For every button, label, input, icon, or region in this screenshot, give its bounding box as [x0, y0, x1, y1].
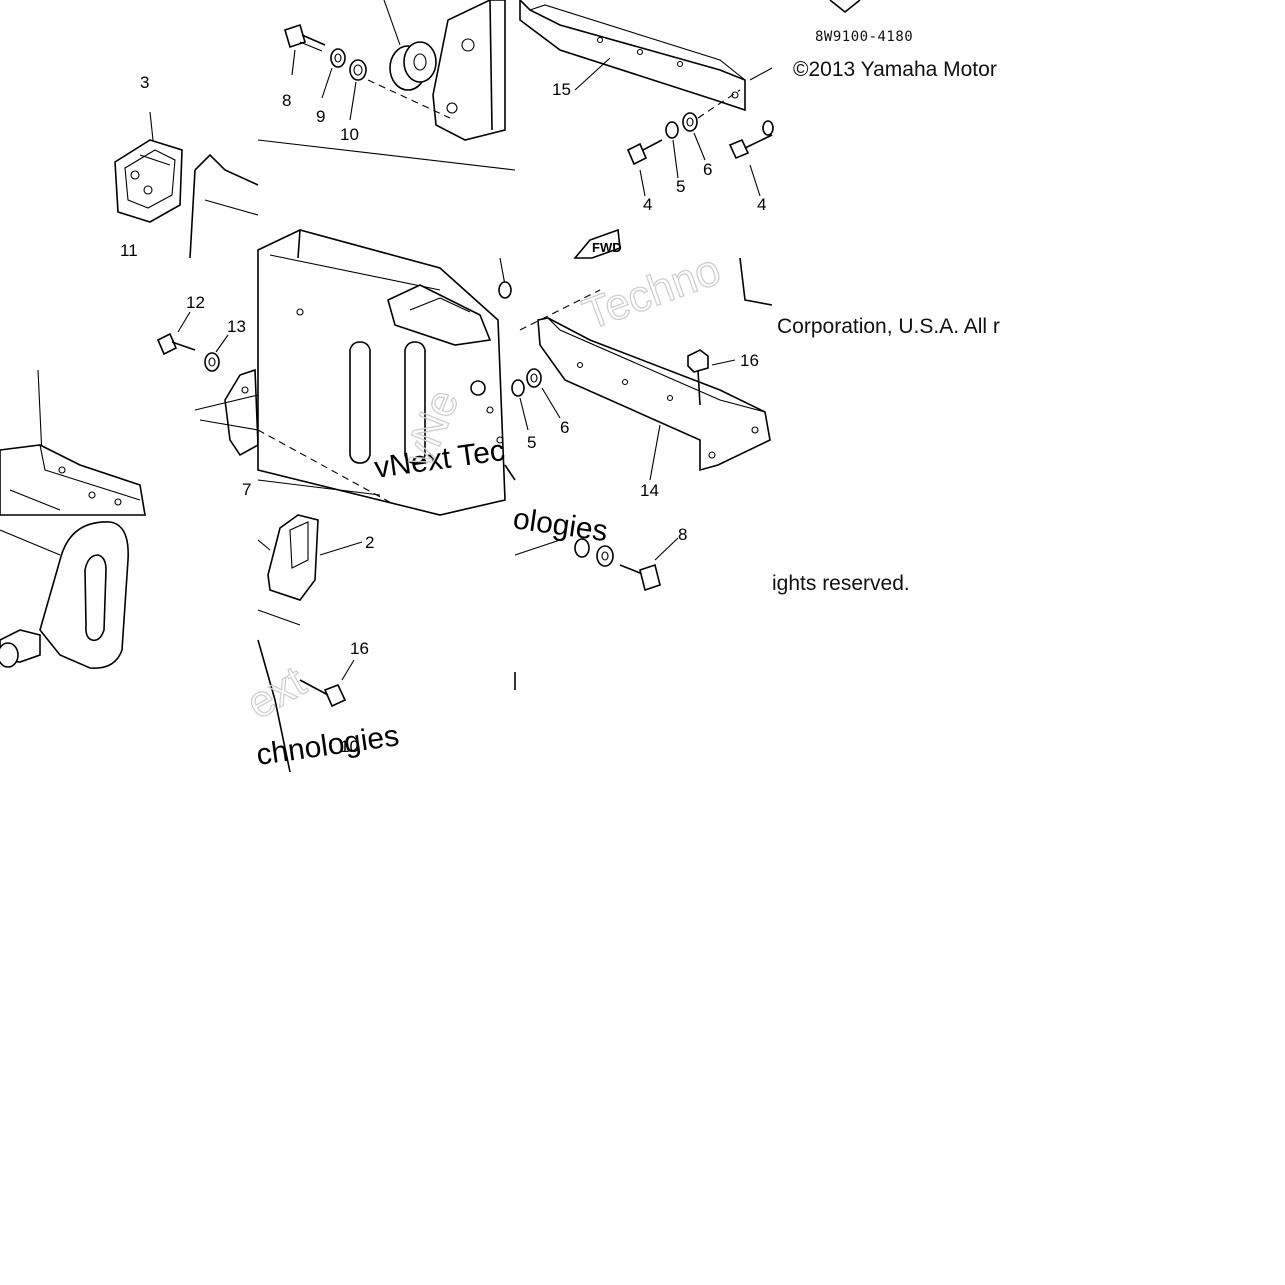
label-part-6-upper: 6: [703, 160, 712, 179]
label-part-8-upper: 8: [282, 91, 291, 110]
bolt-16-left-drawing: [299, 659, 355, 708]
label-part-4-right: 4: [757, 195, 766, 214]
watermark-techno-text: Techno: [577, 245, 727, 340]
label-part-13: 13: [227, 317, 246, 336]
bracket-3-drawing: [114, 111, 183, 223]
copyright-line-2: Corporation, U.S.A. All r: [777, 315, 1000, 338]
bracket-plate-left-drawing: [194, 368, 259, 457]
bolt-8-upper-drawing: [284, 23, 326, 76]
washer-13-drawing: [204, 334, 229, 372]
bolt-4-upper-left-drawing: [626, 139, 663, 197]
watermark-ologies-text: ologies: [511, 502, 610, 548]
rubber-mount-drawing: [383, 0, 437, 91]
copyright-line-3: ights reserved.: [772, 572, 910, 595]
washer-5-upper-drawing: [665, 121, 679, 179]
watermark-ologies: ologies: [511, 502, 610, 548]
label-part-7: 7: [242, 480, 251, 499]
washer-5-lower-drawing: [511, 379, 529, 431]
label-part-15: 15: [552, 80, 571, 99]
watermark-ext-chnologies: ext chnologies: [238, 656, 401, 772]
diagram-code-arrow: [749, 0, 861, 81]
washer-6-lower-drawing: [526, 368, 561, 419]
fwd-arrow-drawing: FWD: [573, 228, 622, 259]
copyright-line-1: ©2013 Yamaha Motor: [793, 58, 997, 81]
bracket-2-drawing: [257, 514, 363, 601]
handle-frame-drawing: [0, 369, 146, 516]
watermark-ext-text: ext: [239, 657, 314, 729]
frame-corner-drawing: [189, 153, 259, 259]
label-part-3: 3: [140, 73, 149, 92]
watermark-techno: Techno: [576, 244, 727, 340]
label-part-4-left: 4: [643, 195, 652, 214]
label-part-12: 12: [186, 293, 205, 312]
washer-10-upper-drawing: [349, 59, 367, 121]
label-part-16-right: 16: [740, 351, 759, 370]
label-part-16-left: 16: [350, 639, 369, 658]
label-part-6-lower: 6: [560, 418, 569, 437]
hardware-lower-right-drawing: [514, 537, 679, 690]
crossmember-14-drawing: [519, 289, 771, 481]
label-part-2: 2: [365, 533, 374, 552]
label-part-5-lower: 5: [527, 433, 536, 452]
bolt-4-upper-right-drawing: [728, 120, 774, 197]
label-part-14: 14: [640, 481, 659, 500]
label-part-11: 11: [120, 241, 138, 260]
diagram-code: 8W9100-4180: [815, 29, 914, 45]
mount-plate-drawing: [257, 0, 516, 171]
fwd-marker-text: FWD: [592, 240, 622, 255]
bolt-16-right-drawing: [687, 349, 736, 406]
frame-edge-right-drawing: [739, 257, 773, 306]
label-part-8-lower: 8: [678, 525, 687, 544]
watermark-chnologies-text: chnologies: [254, 719, 401, 772]
label-part-5-upper: 5: [676, 177, 685, 196]
main-frame-drawing: [257, 229, 516, 516]
grab-handle-drawing: [0, 521, 129, 669]
bolt-12-drawing: [156, 311, 196, 356]
label-part-9: 9: [316, 107, 325, 126]
washer-9-drawing: [321, 48, 346, 99]
frame-lower-drawing: [257, 609, 301, 773]
washer-6-upper-drawing: [682, 89, 741, 161]
label-part-10-upper: 10: [340, 125, 359, 144]
label-part-10-lower: 10: [340, 737, 359, 756]
